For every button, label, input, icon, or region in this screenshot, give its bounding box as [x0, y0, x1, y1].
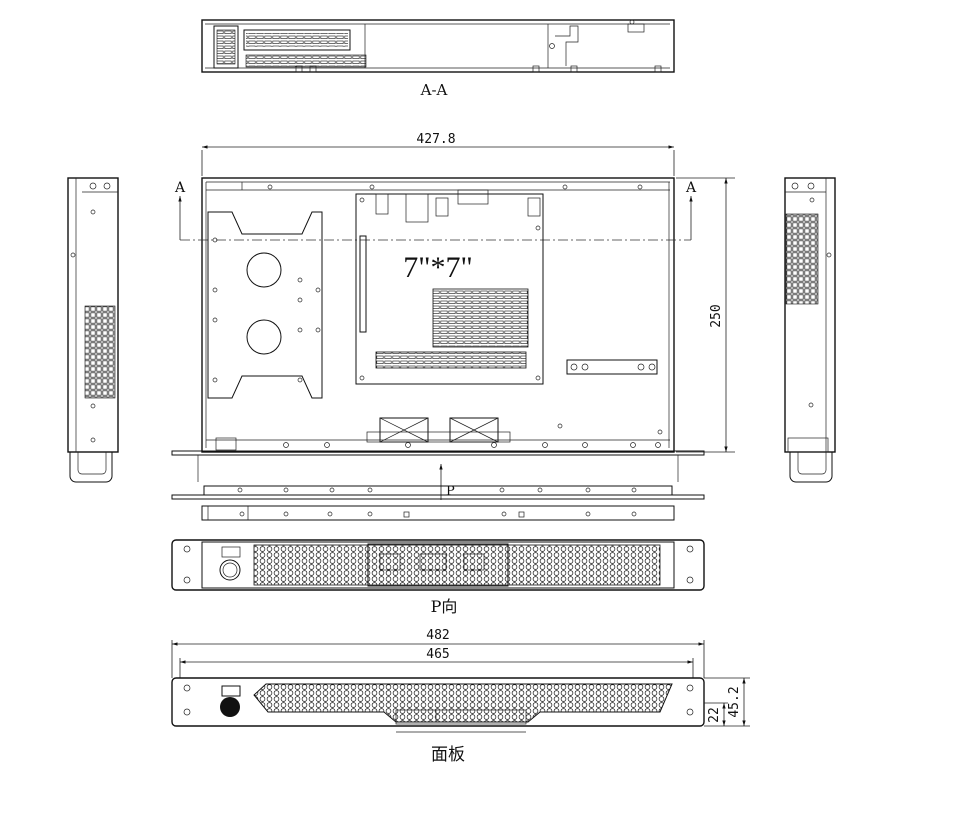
front-panel-view: 482 465 45.2 22 面板: [171, 628, 750, 765]
section-a-a-view: A-A: [201, 19, 675, 99]
dim-top-width: 427.8: [416, 132, 455, 147]
drive-bracket: [207, 211, 323, 399]
arrow-p-label: P: [446, 484, 455, 499]
p-view-label: P向: [431, 597, 458, 616]
arrow-a-right-label: A: [685, 180, 697, 196]
top-rail-screws: [267, 184, 643, 190]
left-side-view: [67, 177, 119, 483]
dim-panel-inner-height: 22: [707, 707, 722, 723]
panel-label: 面板: [431, 745, 465, 765]
dim-top-depth: 250: [709, 304, 724, 327]
dim-panel-total-width: 482: [426, 628, 449, 643]
front-fans: [366, 417, 511, 443]
right-side-view: [784, 177, 836, 483]
dim-panel-inner-width: 465: [426, 647, 449, 662]
arrow-a-left-label: A: [174, 180, 186, 196]
right-bracket: [557, 359, 663, 435]
top-view: 427.8 250 A A: [171, 132, 735, 500]
motherboard: 7"*7": [355, 189, 544, 385]
handle-rail-holes: [237, 487, 637, 493]
front-rail-screws: [215, 437, 661, 451]
p-view: P向: [171, 539, 705, 616]
front-strip-view: [201, 505, 675, 521]
board-size-label: 7"*7": [403, 251, 473, 284]
dim-panel-height: 45.2: [727, 686, 742, 717]
section-a-a-label: A-A: [420, 81, 448, 99]
